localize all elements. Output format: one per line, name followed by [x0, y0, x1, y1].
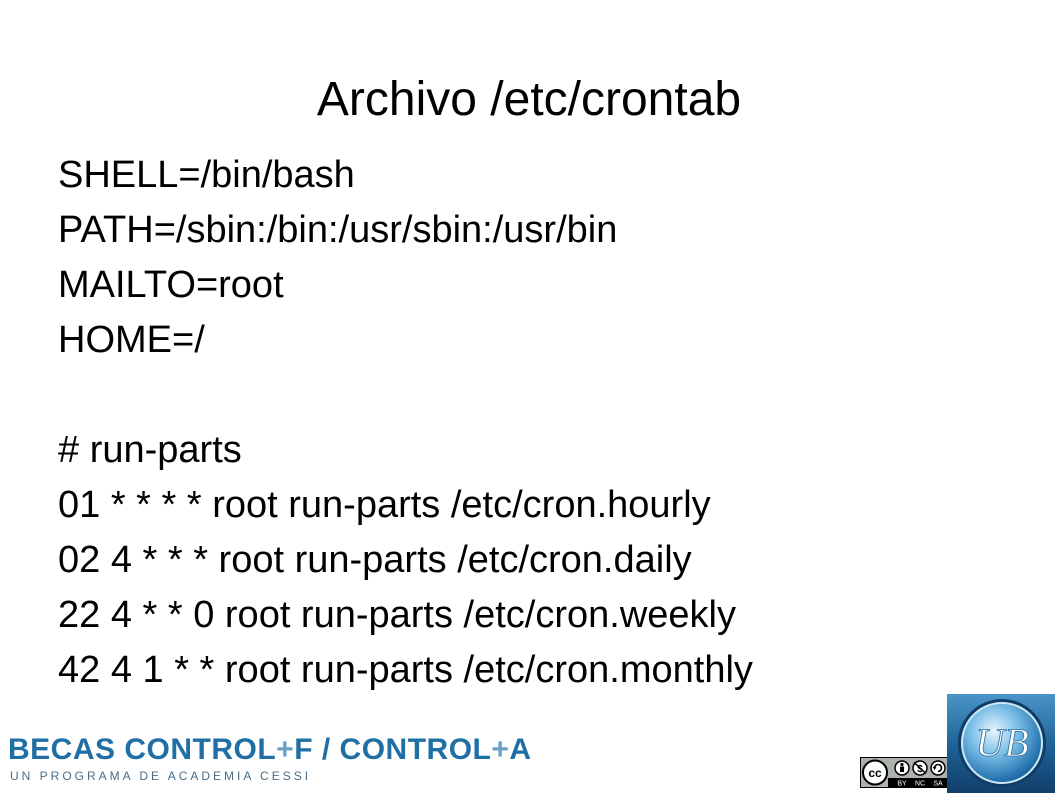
brand-part3: A — [509, 733, 532, 766]
brand-part1: BECAS CONTROL — [8, 733, 277, 766]
cc-text: cc — [868, 766, 882, 780]
content-line-shell: SHELL=/bin/bash — [58, 154, 355, 196]
content-line-home: HOME=/ — [58, 319, 205, 361]
svg-text:$: $ — [917, 764, 923, 775]
creative-commons-license-badge: cc $ BY NC SA — [860, 757, 952, 788]
ub-logo: UB — [947, 694, 1055, 793]
content-line-hourly: 01 * * * * root run-parts /etc/cron.hour… — [58, 484, 711, 526]
brand-part2: F / CONTROL — [294, 733, 492, 766]
content-line-mailto: MAILTO=root — [58, 264, 284, 306]
brand-plus2: + — [491, 733, 510, 766]
cc-badge-icon: cc $ BY NC SA — [861, 758, 951, 788]
content-line-daily: 02 4 * * * root run-parts /etc/cron.dail… — [58, 539, 692, 581]
cc-nc-text: NC — [915, 781, 925, 788]
content-line-weekly: 22 4 * * 0 root run-parts /etc/cron.week… — [58, 594, 736, 636]
content-line-comment: # run-parts — [58, 429, 242, 471]
content-line-monthly: 42 4 1 * * root run-parts /etc/cron.mont… — [58, 649, 753, 691]
brand-title: BECAS CONTROL+F / CONTROL+A — [8, 732, 532, 768]
cc-sa-text: SA — [933, 781, 943, 788]
ub-text: UB — [975, 720, 1028, 765]
ub-logo-icon: UB — [958, 699, 1046, 787]
content-line-blank — [58, 368, 998, 423]
crontab-content: SHELL=/bin/bash PATH=/sbin:/bin:/usr/sbi… — [58, 148, 998, 698]
slide-title: Archivo /etc/crontab — [316, 73, 742, 126]
cc-by-text: BY — [897, 781, 907, 788]
becas-brand-logo: BECAS CONTROL+F / CONTROL+A UN PROGRAMA … — [8, 732, 628, 792]
content-line-path: PATH=/sbin:/bin:/usr/sbin:/usr/bin — [58, 209, 618, 251]
brand-subtitle: UN PROGRAMA DE ACADEMIA CESSI — [10, 769, 312, 783]
brand-plus1: + — [276, 733, 295, 766]
